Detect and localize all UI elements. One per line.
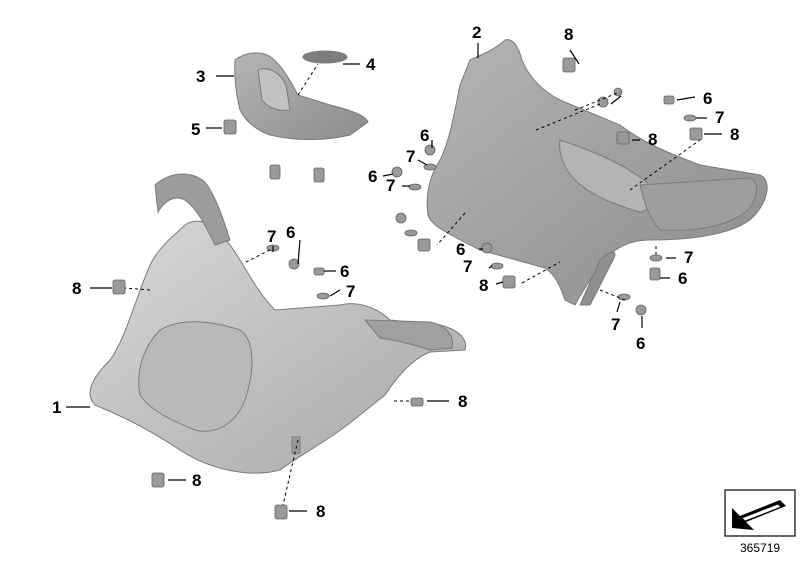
callout-6: 6 (286, 223, 295, 242)
callout-7: 7 (386, 176, 395, 195)
part-3-holder (234, 52, 369, 140)
callout-4: 4 (366, 55, 376, 74)
callout-6: 6 (703, 89, 712, 108)
callout-7: 7 (406, 147, 415, 166)
callout-7: 7 (346, 282, 355, 301)
part-1-trim-panel (89, 173, 467, 474)
callout-8: 8 (192, 471, 201, 490)
callout-7: 7 (611, 315, 620, 334)
reference-box: 365719 (724, 489, 796, 555)
callout-5: 5 (191, 120, 200, 139)
callout-6: 6 (420, 126, 429, 145)
callout-3: 3 (196, 67, 205, 86)
fasteners (112, 57, 703, 520)
callout-8: 8 (730, 125, 739, 144)
callout-8: 8 (458, 392, 467, 411)
callout-6: 6 (456, 240, 465, 259)
leader-lines (66, 43, 722, 512)
callout-8: 8 (564, 25, 573, 44)
part-2-upper-cover (426, 39, 768, 306)
callout-6: 6 (368, 167, 377, 186)
callout-8: 8 (648, 130, 657, 149)
callout-1: 1 (52, 398, 61, 417)
callout-6: 6 (678, 269, 687, 288)
callout-6: 6 (340, 262, 349, 281)
callout-8: 8 (72, 279, 81, 298)
part-4-pad (302, 50, 348, 64)
assembly-lines (124, 63, 701, 506)
callout-7: 7 (267, 227, 276, 246)
reference-number: 365719 (740, 541, 780, 555)
callout-7: 7 (463, 257, 472, 276)
callout-8: 8 (316, 502, 325, 521)
callout-7: 7 (684, 248, 693, 267)
callout-6: 6 (636, 334, 645, 353)
callout-2: 2 (472, 23, 481, 42)
callout-8: 8 (479, 276, 488, 295)
callout-labels: 1 2 3 4 5 8 8 8 8 7 6 6 7 8 6 7 8 8 6 7 … (52, 23, 739, 521)
callout-7: 7 (715, 108, 724, 127)
